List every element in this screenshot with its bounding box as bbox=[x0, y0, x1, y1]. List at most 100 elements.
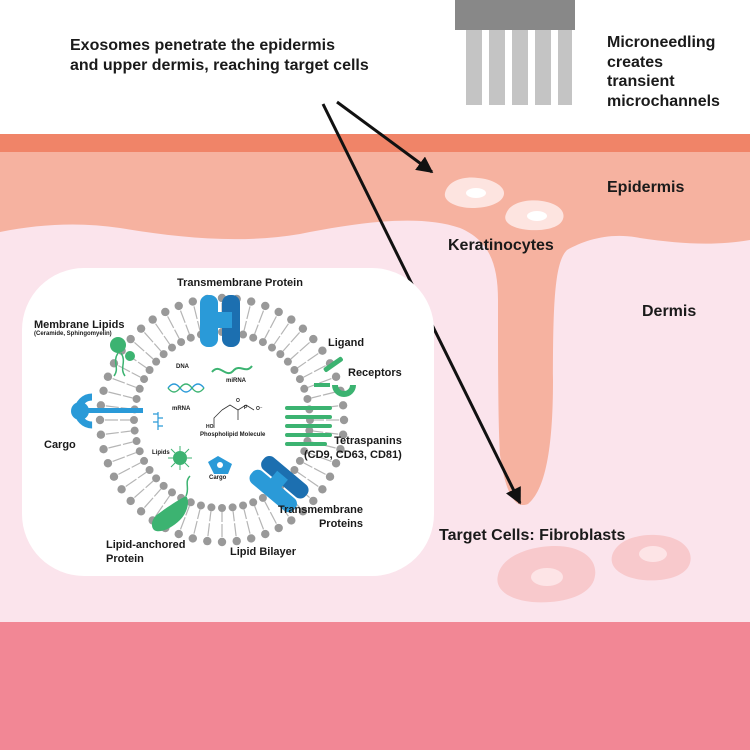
microneedling-label: Microneedling creates transient microcha… bbox=[607, 34, 720, 110]
lipid-head bbox=[295, 375, 304, 384]
molecule-phosphorus: P bbox=[244, 405, 248, 411]
lipid-bilayer-label: Lipid Bilayer bbox=[230, 546, 297, 558]
lipid-head bbox=[274, 523, 283, 533]
lipid-head bbox=[228, 503, 237, 512]
lipid-tail bbox=[112, 456, 125, 463]
lipid-head bbox=[132, 394, 141, 403]
arrow-icon bbox=[336, 100, 434, 174]
lipid-head bbox=[103, 459, 113, 468]
lipid-tail bbox=[209, 511, 212, 522]
lipid-head bbox=[148, 315, 157, 324]
lipid-head bbox=[207, 503, 216, 512]
lipid-head bbox=[99, 444, 108, 454]
lipid-tail bbox=[167, 316, 175, 329]
keratinocytes-label: Keratinocytes bbox=[448, 237, 554, 254]
lipid-head bbox=[136, 507, 146, 516]
lipid-head bbox=[258, 338, 267, 347]
lipid-head bbox=[300, 384, 309, 393]
lipid-head bbox=[239, 501, 248, 510]
lipid-head bbox=[135, 384, 144, 393]
lipid-tail bbox=[264, 329, 270, 339]
protein-icon bbox=[249, 455, 309, 513]
membrane-lipids-label: Membrane Lipids bbox=[34, 319, 125, 331]
lipid-head bbox=[331, 459, 341, 468]
lipid-tail bbox=[307, 353, 319, 362]
lipid-tail bbox=[145, 480, 154, 489]
lipid-tail bbox=[155, 505, 164, 517]
lipid-head bbox=[99, 386, 108, 396]
lipid-head bbox=[168, 488, 177, 497]
lipid-tail bbox=[232, 511, 235, 522]
lipid-head bbox=[132, 437, 141, 446]
lipid-head bbox=[188, 534, 198, 543]
lipid-head bbox=[174, 301, 183, 311]
lipid-tail bbox=[179, 517, 186, 530]
lipid-head bbox=[161, 307, 170, 317]
lipid-tail bbox=[290, 332, 301, 343]
epidermis-label: Epidermis bbox=[607, 179, 685, 196]
lipid-tail bbox=[134, 341, 145, 352]
lipid-head bbox=[300, 447, 309, 456]
lipid-head bbox=[338, 401, 348, 410]
lipid-head bbox=[246, 534, 256, 543]
lipid-head bbox=[152, 474, 161, 483]
lipid-head bbox=[309, 334, 318, 344]
lipid-head bbox=[109, 472, 119, 481]
cargo-icon bbox=[71, 393, 143, 429]
lipid-tail bbox=[322, 391, 336, 396]
lipid-head bbox=[174, 529, 183, 539]
lipid-head bbox=[232, 536, 241, 546]
lipid-tail bbox=[108, 391, 122, 396]
mrna-icon bbox=[153, 412, 163, 430]
lipid-tail bbox=[185, 505, 190, 516]
cargo-icon bbox=[208, 456, 232, 474]
lipid-head bbox=[290, 366, 299, 375]
lipid-tail bbox=[313, 365, 326, 373]
lipid-head bbox=[287, 315, 296, 324]
lipid-head bbox=[295, 456, 304, 465]
lipid-tail bbox=[174, 329, 180, 339]
lipid-tail bbox=[118, 467, 131, 475]
ligand-label: Ligand bbox=[328, 337, 365, 349]
lipid-tail bbox=[319, 377, 332, 384]
lipid-tail bbox=[243, 509, 247, 520]
lipid-head bbox=[168, 343, 177, 352]
lipid-tail bbox=[254, 505, 259, 516]
lipid-tail bbox=[120, 430, 131, 433]
fibroblast-cell bbox=[497, 546, 596, 603]
lipid-tail bbox=[264, 501, 270, 511]
lipid-head bbox=[196, 501, 205, 510]
lipid-head bbox=[274, 307, 283, 317]
lipid-head bbox=[145, 366, 154, 375]
membrane-lipid-icon bbox=[110, 337, 135, 377]
lipid-tail bbox=[307, 452, 318, 457]
phospholipid-molecule-icon bbox=[213, 404, 255, 428]
lipid-head bbox=[186, 333, 195, 342]
lipid-head bbox=[261, 301, 270, 311]
lipid-head bbox=[96, 401, 106, 410]
dna-label: DNA bbox=[176, 364, 189, 370]
lipid-tail bbox=[254, 324, 259, 335]
lipid-tail bbox=[303, 372, 313, 378]
lipid-tail bbox=[122, 395, 133, 399]
lipid-tail bbox=[153, 343, 162, 352]
lipid-tail bbox=[282, 343, 291, 352]
lipid-head bbox=[325, 472, 335, 481]
subcutis-layer bbox=[0, 622, 750, 750]
lipid-head bbox=[96, 430, 106, 439]
headline-line-1: Exosomes penetrate the epidermis bbox=[70, 37, 335, 54]
lipid-head bbox=[309, 496, 318, 506]
lipid-tail bbox=[258, 310, 265, 323]
protein-icon bbox=[200, 295, 240, 347]
transmembrane-protein-label: Transmembrane Protein bbox=[177, 277, 303, 289]
keratinocyte-cell bbox=[505, 200, 564, 231]
lipid-head bbox=[249, 333, 258, 342]
receptor-icon bbox=[314, 356, 356, 397]
lipid-tail bbox=[307, 478, 319, 487]
molecule-oxygen: O bbox=[236, 398, 240, 404]
cargo-outer-label: Cargo bbox=[44, 439, 76, 451]
lipid-head bbox=[126, 334, 135, 344]
lipid-tail bbox=[122, 441, 133, 445]
lipid-head bbox=[140, 456, 149, 465]
